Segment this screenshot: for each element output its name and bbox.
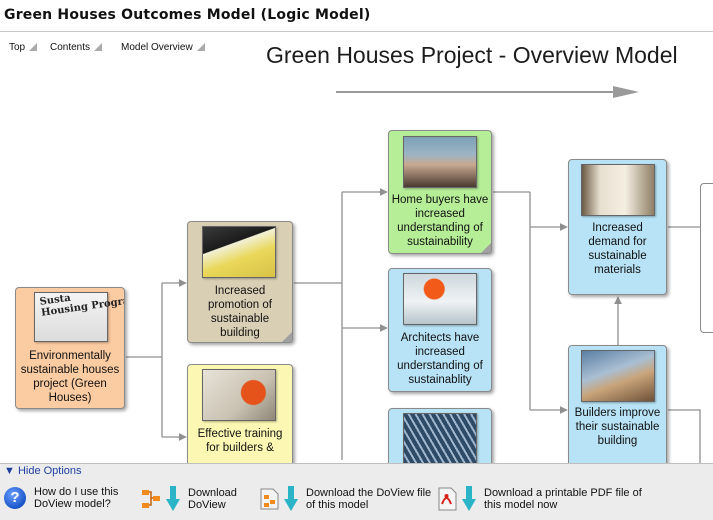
help-option-label: How do I use this DoView model?	[34, 486, 119, 510]
corner-arrow-icon	[196, 43, 205, 51]
orgchart-icon	[142, 490, 160, 508]
page-fold-icon	[481, 243, 491, 253]
help-question-icon: ?	[4, 487, 26, 509]
outcome-photo	[581, 164, 655, 216]
download-arrow-icon	[462, 486, 476, 511]
nav-bar: Top Contents Model Overview	[0, 38, 713, 58]
download-arrow-icon	[166, 486, 180, 511]
outcome-photo	[202, 369, 276, 421]
nav-overview-label: Model Overview	[121, 42, 193, 53]
download-arrow-icon	[284, 486, 298, 511]
hide-options-link[interactable]: ▼ Hide Options	[4, 465, 82, 477]
outcome-photo	[403, 136, 477, 188]
download-pdf-label: Download a printable PDF file of this mo…	[484, 487, 642, 511]
title-bar: Green Houses Outcomes Model (Logic Model…	[0, 0, 713, 32]
outcome-label-training: Effective training for builders &	[197, 428, 283, 454]
page-fold-icon	[282, 332, 292, 342]
nav-top-link[interactable]: Top	[9, 42, 38, 53]
corner-arrow-icon	[29, 43, 38, 51]
outcome-box-training[interactable]: Effective training for builders &	[187, 364, 293, 474]
connector-builders-right	[668, 409, 701, 465]
pdf-download-icon	[436, 486, 478, 512]
outcome-label-project: Environmentally sustainable houses proje…	[20, 350, 120, 404]
app-title: Green Houses Outcomes Model (Logic Model…	[4, 7, 371, 23]
doview-file-download-icon	[258, 486, 300, 512]
model-title: Green Houses Project - Overview Model	[266, 42, 678, 68]
corner-arrow-icon	[94, 43, 103, 51]
download-file-option[interactable]: Download the DoView file of this model	[258, 486, 441, 512]
outcome-label-demand: Increased demand for sustainable materia…	[588, 222, 647, 276]
nav-contents-label: Contents	[50, 42, 91, 53]
outcome-box-demand[interactable]: Increased demand for sustainable materia…	[568, 159, 667, 295]
help-option[interactable]: ? How do I use this DoView model?	[4, 486, 132, 510]
file-icon	[260, 488, 279, 510]
doview-download-icon	[140, 486, 182, 512]
outcome-box-project[interactable]: Susta Housing Progra Environmentally sus…	[15, 287, 125, 409]
outcome-label-home-buyers: Home buyers have increased understanding…	[391, 194, 489, 248]
download-file-label: Download the DoView file of this model	[306, 487, 432, 511]
outcome-photo	[202, 226, 276, 278]
outcome-photo: Susta Housing Progra	[34, 292, 124, 342]
outcome-box-architects[interactable]: Architects have increased understanding …	[388, 268, 492, 392]
outcome-box-offscreen[interactable]	[700, 183, 713, 333]
outcome-label-promotion: Increased promotion of sustainable build…	[208, 285, 272, 339]
nav-top-label: Top	[9, 42, 26, 53]
outcome-photo	[403, 273, 477, 325]
direction-arrow-line	[336, 91, 621, 93]
outcome-box-promotion[interactable]: Increased promotion of sustainable build…	[187, 221, 293, 343]
outcome-photo	[581, 350, 655, 402]
nav-overview-link[interactable]: Model Overview	[121, 42, 205, 53]
nav-contents-link[interactable]: Contents	[50, 42, 103, 53]
download-doview-option[interactable]: Download DoView	[140, 486, 248, 512]
options-bar: ▼ Hide Options ? How do I use this DoVie…	[0, 463, 713, 520]
download-doview-label: Download DoView	[188, 487, 237, 511]
outcome-label-builders: Builders improve their sustainable build…	[574, 407, 661, 447]
download-pdf-option[interactable]: Download a printable PDF file of this mo…	[436, 486, 654, 512]
outcome-label-architects: Architects have increased understanding …	[397, 332, 483, 386]
outcome-box-home-buyers[interactable]: Home buyers have increased understanding…	[388, 130, 492, 254]
pdf-file-icon	[438, 487, 457, 511]
outcome-photo	[403, 413, 477, 465]
direction-arrow-head-icon	[613, 86, 639, 98]
outcome-box-builders[interactable]: Builders improve their sustainable build…	[568, 345, 667, 470]
photo-document-text: Susta Housing Progra	[39, 292, 125, 319]
